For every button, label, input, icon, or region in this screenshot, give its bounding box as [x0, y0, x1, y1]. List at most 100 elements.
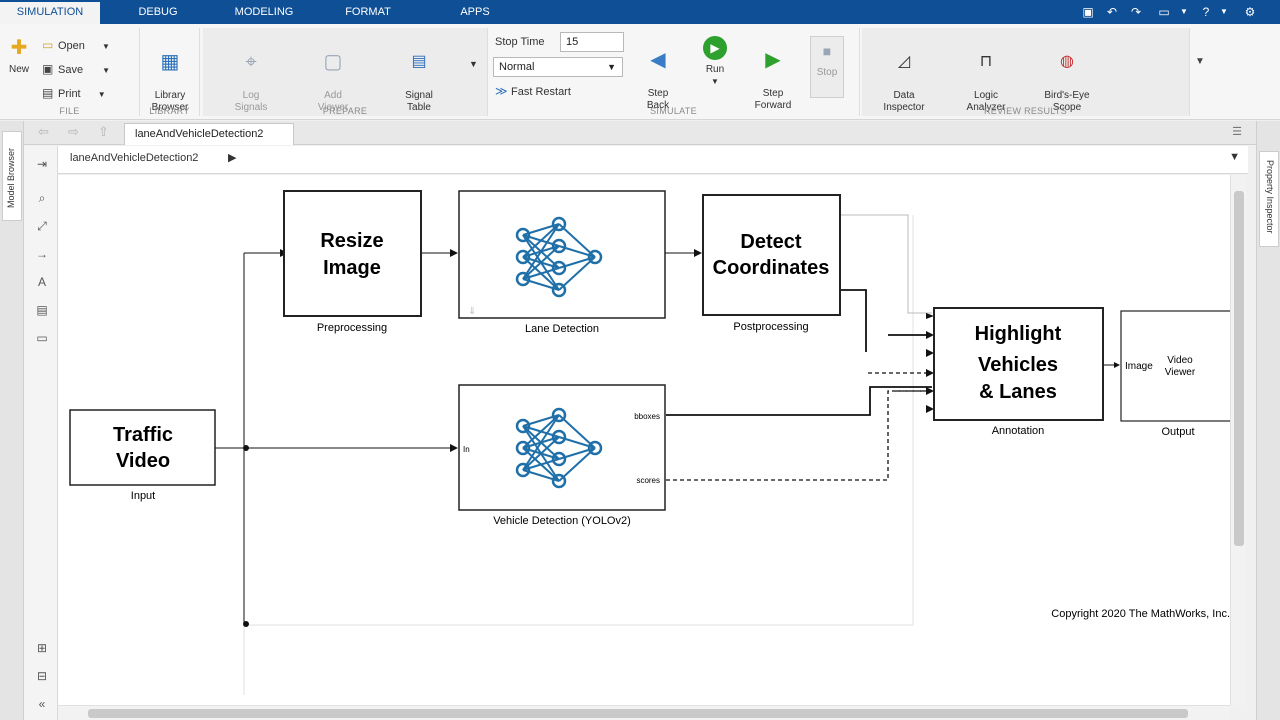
new-model-icon: ✚ — [10, 37, 28, 59]
chevron-down-icon: ▼ — [607, 62, 616, 72]
open-label: Open — [58, 40, 85, 52]
vehicle-detection-bboxes-port: bboxes — [634, 412, 660, 421]
traffic-video-label: Input — [131, 490, 155, 502]
step-forward-button[interactable]: ▶ Step Forward — [748, 36, 798, 112]
simulate-group-title: SIMULATE — [650, 106, 697, 116]
light-lines — [841, 214, 932, 314]
redo-icon[interactable]: ↷ — [1130, 5, 1142, 19]
arrowheads — [280, 249, 1120, 452]
canvas-palette: ⇥ ⌕ ⤢ → A ▤ ▭ ⊞ ⊟ « — [24, 146, 58, 720]
tab-debug[interactable]: DEBUG — [138, 6, 178, 18]
hide-panel-icon[interactable]: ⇥ — [36, 157, 48, 171]
traffic-video-block[interactable] — [69, 409, 216, 486]
step-back-button[interactable]: ◀ Step Back — [636, 36, 680, 112]
vehicle-detection-block[interactable] — [458, 384, 666, 511]
vertical-scrollbar[interactable] — [1230, 175, 1246, 705]
breadcrumb-model[interactable]: laneAndVehicleDetection2 — [70, 152, 199, 164]
settings-icon[interactable]: ⚙ — [1244, 5, 1256, 19]
save-icon[interactable]: ▣ — [1082, 5, 1094, 19]
window-layout-icon[interactable]: ▭ — [1158, 5, 1170, 19]
video-viewer-title-2: Viewer — [1165, 367, 1196, 378]
tab-format[interactable]: FORMAT — [345, 6, 391, 18]
signal-table-label: Signal Table — [405, 90, 433, 113]
step-forward-icon: ▶ — [765, 49, 781, 71]
resize-image-label: Preprocessing — [317, 322, 387, 334]
floppy-icon: ▣ — [42, 62, 54, 76]
breadcrumb-arrow-icon[interactable]: ▶ — [228, 152, 237, 164]
save-button[interactable]: ▣Save ▼ — [42, 60, 110, 78]
breadcrumb: laneAndVehicleDetection2 ▶ ▼ — [58, 146, 1248, 174]
up-arrow-icon[interactable]: ⇧ — [98, 124, 109, 139]
open-button[interactable]: ▭Open ▼ — [42, 36, 110, 54]
log-signals-button[interactable]: ⌖ Log Signals — [223, 38, 279, 114]
step-forward-label: Step Forward — [754, 88, 792, 111]
review-results-group-title: REVIEW RESULTS — [983, 106, 1068, 116]
undo-icon[interactable]: ↶ — [1106, 5, 1118, 19]
new-button[interactable]: ✚ New — [4, 36, 34, 76]
property-inspector-tab[interactable]: Property Inspector — [1259, 151, 1279, 247]
arrow-annotation-icon[interactable]: → — [36, 247, 48, 261]
library-group: ▦ Library Browser LIBRARY — [140, 28, 200, 116]
zoom-icon[interactable]: ⌕ — [38, 191, 46, 205]
tab-list-icon[interactable]: ☰ — [1232, 126, 1242, 138]
collapse-icon[interactable]: « — [38, 697, 46, 711]
stop-button[interactable]: ■ Stop — [810, 36, 844, 98]
print-button[interactable]: ▤Print ▼ — [42, 84, 106, 102]
horizontal-scroll-thumb[interactable] — [88, 709, 1188, 718]
data-inspector-button[interactable]: ◿ Data Inspector — [876, 38, 932, 114]
print-label: Print — [58, 88, 81, 100]
forward-arrow-icon[interactable]: ⇨ — [68, 124, 79, 139]
video-viewer-block[interactable] — [1120, 310, 1230, 422]
tab-model[interactable]: laneAndVehicleDetection2 — [124, 123, 294, 145]
horizontal-scrollbar[interactable] — [58, 705, 1230, 720]
help-icon[interactable]: ? — [1202, 5, 1210, 19]
toolstrip-ribbon: ✚ New ▭Open ▼ ▣Save ▼ ▤Print ▼ FILE ▦ Li… — [0, 24, 1280, 120]
lane-detection-block[interactable] — [458, 190, 666, 319]
traffic-video-title-2: Video — [116, 450, 170, 472]
chevron-down-icon: ▼ — [711, 77, 719, 86]
library-browser-button[interactable]: ▦ Library Browser — [146, 38, 194, 114]
logic-analyzer-label: Logic Analyzer — [966, 90, 1006, 113]
fit-view-icon[interactable]: ⤢ — [37, 219, 47, 233]
property-inspector-label: Property Inspector — [1265, 160, 1275, 234]
area-icon[interactable]: ▭ — [36, 331, 48, 345]
right-side-panel: Property Inspector — [1256, 121, 1280, 720]
signal-table-button[interactable]: ▤ Signal Table — [391, 38, 447, 114]
model-canvas[interactable]: Traffic Video Input Resize Image Preproc… — [58, 175, 1230, 705]
text-annotation-icon[interactable]: A — [37, 275, 46, 289]
chevron-down-icon: ▼ — [97, 90, 106, 99]
tab-simulation[interactable]: SIMULATION — [0, 0, 100, 24]
stop-time-label: Stop Time — [495, 36, 545, 48]
simulation-mode-select[interactable]: Normal ▼ — [493, 57, 623, 77]
tab-apps[interactable]: APPS — [460, 6, 490, 18]
model-data-icon[interactable]: ⊞ — [36, 641, 48, 655]
file-group-title: FILE — [59, 106, 80, 116]
fast-restart-button[interactable]: ≫Fast Restart — [495, 82, 571, 100]
run-button[interactable]: ▶ Run▼ — [695, 36, 735, 88]
help-dropdown-icon[interactable]: ▼ — [1220, 7, 1228, 16]
bus-lines — [666, 289, 932, 416]
table-icon: ▤ — [411, 53, 427, 70]
tab-modeling[interactable]: MODELING — [234, 6, 294, 18]
explorer-bar-icon[interactable]: ⊟ — [36, 669, 48, 683]
layout-dropdown-icon[interactable]: ▼ — [1180, 7, 1188, 16]
model-browser-tab[interactable]: Model Browser — [2, 131, 22, 221]
logic-analyzer-button[interactable]: ⊓ Logic Analyzer — [958, 38, 1014, 114]
highlight-block[interactable] — [933, 307, 1104, 421]
viewer-icon: ▢ — [323, 51, 343, 73]
new-label: New — [8, 64, 29, 75]
prepare-expand-icon[interactable]: ▼ — [469, 59, 478, 69]
back-arrow-icon[interactable]: ⇦ — [38, 124, 49, 139]
resize-image-block[interactable] — [283, 190, 422, 317]
breadcrumb-dropdown-icon[interactable]: ▼ — [1229, 151, 1240, 163]
stop-time-input[interactable]: 15 — [560, 32, 624, 52]
ribbon-expand-icon[interactable]: ▼ — [1195, 56, 1205, 67]
birds-eye-scope-button[interactable]: ◍ Bird's-Eye Scope — [1036, 38, 1098, 114]
data-inspector-label: Data Inspector — [883, 90, 925, 113]
add-viewer-button[interactable]: ▢ Add Viewer — [305, 38, 361, 114]
vertical-scroll-thumb[interactable] — [1234, 191, 1244, 546]
image-annotation-icon[interactable]: ▤ — [36, 303, 48, 317]
detect-coordinates-block[interactable] — [702, 194, 841, 316]
vehicle-detection-in-port: In — [463, 445, 470, 454]
toolstrip-tab-bar: SIMULATION DEBUG MODELING FORMAT APPS ▣ … — [0, 0, 1280, 24]
